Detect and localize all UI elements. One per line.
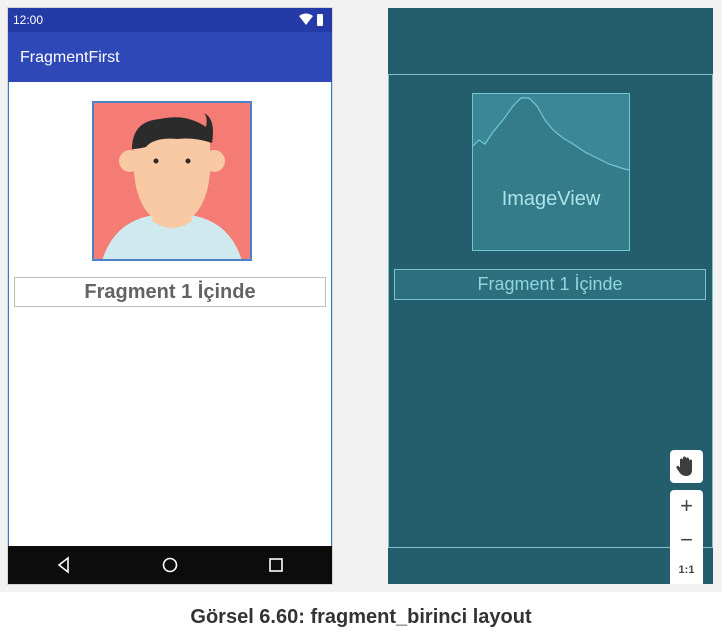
image-view-label: ImageView xyxy=(501,188,601,210)
status-bar: 12:00 xyxy=(8,8,332,32)
avatar-illustration xyxy=(94,103,250,259)
blueprint-text-view[interactable]: Fragment 1 İçinde xyxy=(394,269,706,300)
blueprint-image-view[interactable]: ImageView xyxy=(472,93,630,251)
app-title: FragmentFirst xyxy=(20,49,120,66)
fragment-container: Fragment 1 İçinde xyxy=(8,82,332,546)
blueprint-view: ImageView Fragment 1 İçinde + − 1:1 xyxy=(388,8,713,584)
zoom-reset-button[interactable]: 1:1 xyxy=(678,564,695,576)
zoom-out-button[interactable]: − xyxy=(680,527,693,552)
figure-caption: Görsel 6.60: fragment_birinci layout xyxy=(190,606,532,628)
blueprint-fragment-bounds xyxy=(388,74,713,548)
image-placeholder-icon xyxy=(473,97,629,250)
wifi-icon xyxy=(299,13,323,26)
status-time: 12:00 xyxy=(13,13,44,27)
home-icon[interactable] xyxy=(161,556,179,574)
navigation-bar xyxy=(8,546,332,584)
design-preview: 12:00 FragmentFirst Fragment 1 İç xyxy=(8,8,332,584)
battery-icon xyxy=(317,14,323,26)
zoom-in-button[interactable]: + xyxy=(680,493,693,518)
pan-button[interactable] xyxy=(670,450,703,483)
recents-icon[interactable] xyxy=(267,556,285,574)
fragment-text-view[interactable]: Fragment 1 İçinde xyxy=(14,277,326,307)
zoom-controls: + − 1:1 xyxy=(670,490,703,584)
avatar-image[interactable] xyxy=(92,101,252,261)
app-bar: FragmentFirst xyxy=(8,32,332,82)
status-icons xyxy=(298,13,324,27)
pan-hand-icon xyxy=(676,456,692,476)
back-icon[interactable] xyxy=(55,556,73,574)
